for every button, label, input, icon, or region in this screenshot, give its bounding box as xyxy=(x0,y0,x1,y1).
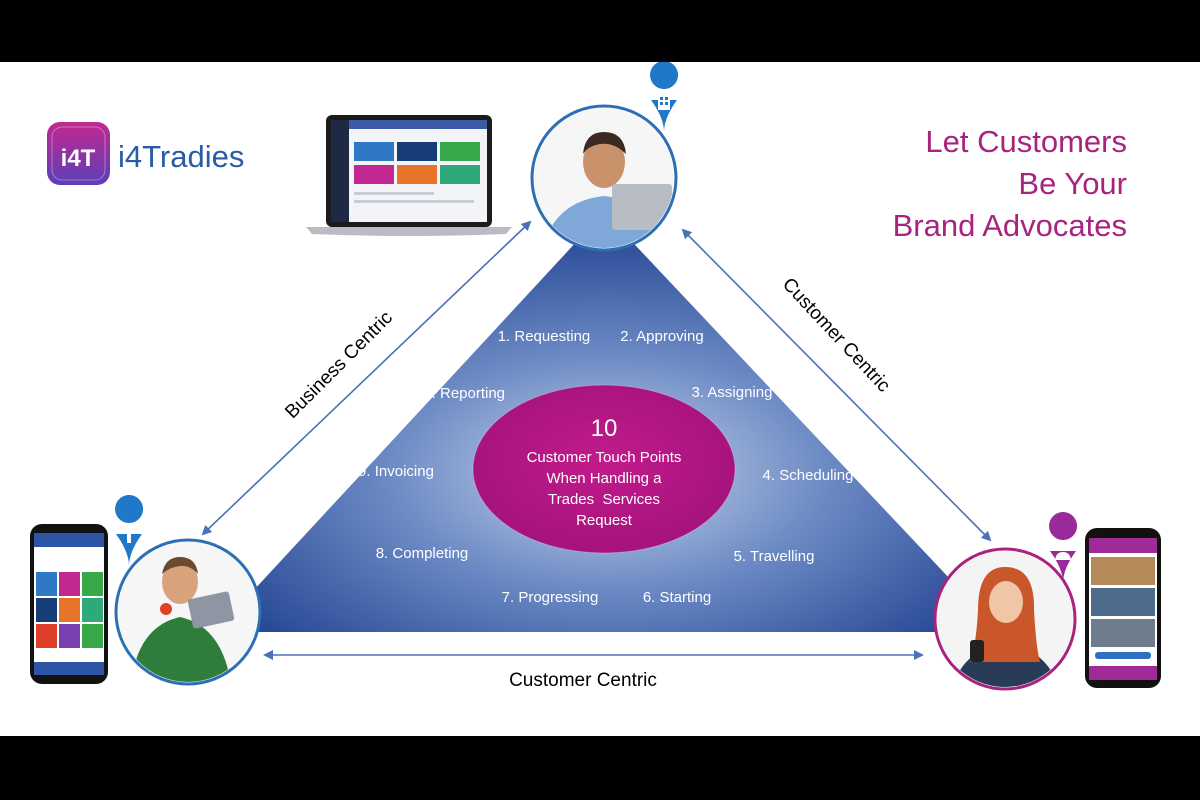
tradie-hammer-icon xyxy=(115,495,144,566)
touchpoints-line-4: Request xyxy=(576,512,633,529)
letterbox-top xyxy=(0,0,1200,62)
customer-phone xyxy=(1085,528,1161,688)
tradie-avatar xyxy=(114,538,262,686)
brand-logo: i4T i4Tradies xyxy=(47,122,244,185)
brand-logo-icon xyxy=(47,122,110,185)
headline-line-2: Be Your xyxy=(1018,166,1127,201)
step-5: 5. Travelling xyxy=(734,548,815,565)
step-2: 2. Approving xyxy=(620,328,703,345)
step-3: 3. Assigning xyxy=(692,384,773,401)
headline: Let Customers Be Your Brand Advocates xyxy=(893,124,1127,243)
edge-label-right: Customer Centric xyxy=(778,274,894,396)
headline-line-1: Let Customers xyxy=(925,124,1127,159)
brand-name: i4Tradies xyxy=(118,139,244,174)
headline-line-3: Brand Advocates xyxy=(893,208,1127,243)
step-7: 7. Progressing xyxy=(502,589,599,606)
touchpoints-oval xyxy=(472,384,736,554)
business-avatar xyxy=(530,104,678,252)
touchpoints-line-1: Customer Touch Points xyxy=(527,449,682,466)
arrow-left-edge xyxy=(201,220,532,536)
step-6: 6. Starting xyxy=(643,589,711,606)
tradie-phone xyxy=(30,524,108,684)
step-10: 10. Reporting xyxy=(415,385,505,402)
steps: 1. Requesting 2. Approving 3. Assigning … xyxy=(358,328,853,606)
customer-avatar xyxy=(933,547,1077,691)
letterbox-bottom xyxy=(0,736,1200,800)
step-1: 1. Requesting xyxy=(498,328,591,345)
brand-logo-glyph: i4T xyxy=(61,145,96,172)
step-4: 4. Scheduling xyxy=(763,467,854,484)
touchpoints-line-3: Trades Services xyxy=(548,491,660,508)
step-8: 8. Completing xyxy=(376,545,469,562)
touchpoints-number: 10 xyxy=(591,415,618,442)
touchpoint-diagram: Business Centric Customer Centric Custom… xyxy=(30,61,1161,691)
edge-label-bottom: Customer Centric xyxy=(509,670,657,691)
slide: Business Centric Customer Centric Custom… xyxy=(0,61,1200,736)
arrow-right-edge xyxy=(681,228,992,542)
laptop-dashboard xyxy=(306,115,512,236)
step-9: 9. Invoicing xyxy=(358,463,434,480)
touchpoints-line-2: When Handling a xyxy=(546,470,662,487)
building-icon xyxy=(650,61,679,132)
customer-person-icon xyxy=(1049,512,1078,583)
